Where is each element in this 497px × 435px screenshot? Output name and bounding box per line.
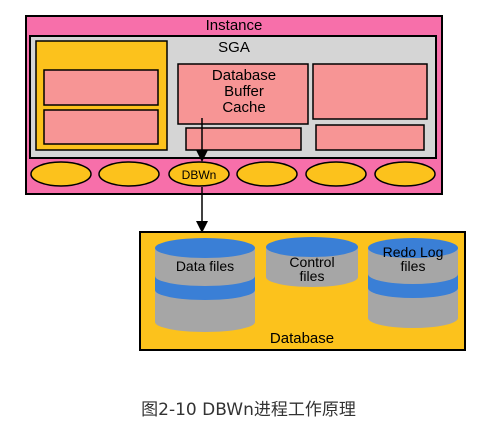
control-files-line-1: Control — [289, 254, 334, 270]
shared-pool-block-top — [43, 69, 159, 106]
redo-log-line-1: Redo Log — [383, 244, 444, 260]
process-ellipse-5 — [305, 161, 367, 187]
process-ellipse-4 — [236, 161, 298, 187]
sga-block-lower-right — [315, 124, 425, 151]
redo-log-files-cylinder — [368, 238, 458, 328]
dbwn-process — [168, 161, 230, 187]
data-files-label: Data files — [176, 258, 234, 274]
shared-pool-block-bottom — [43, 109, 159, 145]
control-files-line-2: files — [300, 268, 325, 284]
instance-label: Instance — [206, 17, 263, 34]
buffer-cache-line-3: Cache — [222, 99, 265, 116]
process-ellipse-1 — [30, 161, 92, 187]
buffer-cache-line-1: Database — [212, 67, 276, 84]
process-ellipse-2 — [98, 161, 160, 187]
database-label: Database — [270, 330, 334, 347]
data-files-cylinder — [155, 238, 255, 332]
control-files-cylinder — [266, 237, 358, 287]
redo-log-line-2: files — [401, 258, 426, 274]
process-ellipse-6 — [374, 161, 436, 187]
database-buffer-cache — [177, 63, 309, 125]
redo-log-buffer — [312, 63, 428, 120]
dbwn-label: DBWn — [182, 168, 217, 182]
figure-caption: 图2-10 DBWn进程工作原理 — [141, 400, 356, 420]
sga-label: SGA — [218, 39, 250, 56]
sga-block-lower-middle — [185, 127, 302, 151]
buffer-cache-line-2: Buffer — [224, 83, 264, 100]
